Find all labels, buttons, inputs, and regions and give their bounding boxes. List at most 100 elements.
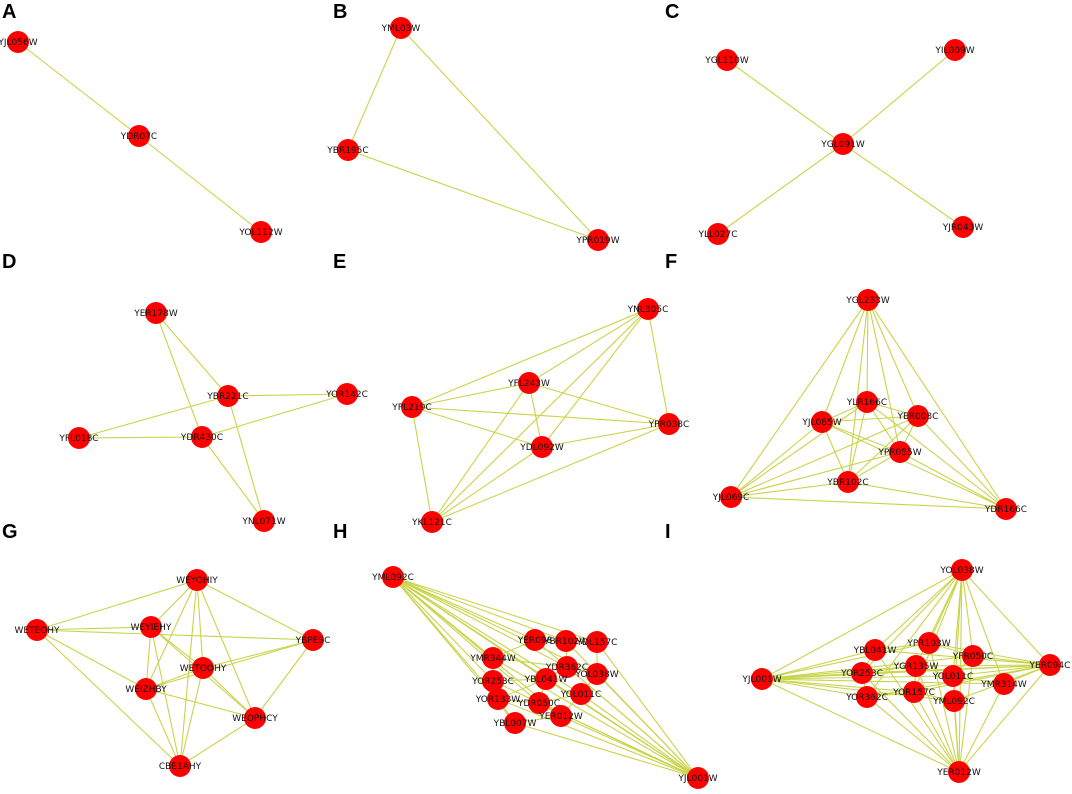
panel-label: D (2, 251, 16, 273)
edge-line (528, 308, 649, 384)
node-circle (128, 125, 150, 147)
node-label: YFL243W (507, 379, 550, 389)
edge-line (254, 639, 314, 719)
network-node: YFL243W (507, 372, 550, 394)
node-label: YDL092W (519, 443, 564, 453)
node-label: YOR133W (475, 695, 521, 705)
network-node: YER098 (517, 629, 553, 651)
edge-line (874, 649, 960, 773)
node-circle (401, 396, 423, 418)
network-node: YGL233W (845, 289, 890, 311)
node-label: YOR362C (845, 693, 888, 703)
node-label: YBR195C (326, 146, 368, 156)
network-node: YDL092W (519, 436, 564, 458)
network-node: YGL110W (704, 49, 749, 71)
node-circle (943, 690, 965, 712)
edge-line (953, 700, 960, 773)
edge-line (928, 642, 1051, 666)
edge-line (145, 688, 256, 719)
node-circle (864, 639, 886, 661)
node-label: YGL110W (704, 56, 749, 66)
node-circle (68, 427, 90, 449)
node-label: YPR038C (648, 420, 690, 430)
edge-line (150, 626, 181, 767)
edge-line (847, 299, 869, 483)
edge-group (347, 27, 599, 241)
node-circle (832, 133, 854, 155)
network-node: YPR103W (906, 632, 951, 654)
node-circle (857, 289, 879, 311)
edge-line (842, 49, 956, 145)
edge-line (821, 415, 919, 423)
edge-line (227, 395, 265, 522)
node-circle (217, 385, 239, 407)
node-label: YML03W (381, 24, 421, 34)
node-label: YNL071W (241, 517, 285, 527)
edge-line (730, 415, 919, 498)
node-label: YJR043W (942, 223, 984, 233)
node-circle (482, 647, 504, 669)
edge-line (400, 27, 599, 241)
node-label: WEIZHBY (125, 685, 167, 695)
edge-line (145, 639, 314, 690)
network-node: YDR07C (120, 125, 157, 147)
node-circle (531, 436, 553, 458)
edge-line (717, 143, 844, 235)
node-circle (716, 49, 738, 71)
edge-line (730, 421, 823, 498)
edge-line (201, 436, 265, 522)
network-node: YOL038W (574, 663, 619, 685)
edge-line (566, 666, 699, 779)
node-circle (851, 662, 873, 684)
node-circle (250, 221, 272, 243)
node-label: YML092C (932, 697, 975, 707)
node-circle (555, 630, 577, 652)
network-node: YPL219C (391, 396, 432, 418)
edge-line (842, 143, 964, 228)
node-circle (382, 566, 404, 588)
node-circle (993, 673, 1015, 695)
node-label: YPR055W (877, 448, 921, 458)
edge-line (497, 698, 699, 779)
network-node: YPR038C (648, 413, 690, 435)
node-label: YER178W (133, 309, 178, 319)
edge-line (196, 579, 256, 719)
edge-line (411, 406, 543, 448)
edge-line (411, 406, 670, 425)
edge-line (915, 665, 960, 773)
node-circle (140, 616, 162, 638)
edge-line (821, 421, 1007, 510)
node-circle (504, 712, 526, 734)
edge-line (761, 665, 917, 680)
edge-group (717, 49, 964, 235)
node-circle (302, 629, 324, 651)
network-node: YPR055W (877, 441, 922, 463)
network-node: YBR195C (326, 139, 369, 161)
edge-line (866, 696, 960, 773)
node-circle (856, 686, 878, 708)
node-circle (556, 656, 578, 678)
edge-line (730, 481, 849, 498)
network-node: YMR344W (469, 647, 516, 669)
node-circle (570, 683, 592, 705)
network-node: YOR133W (475, 688, 521, 710)
network-node: WEOPHCY (232, 707, 278, 729)
edge-group (730, 299, 1007, 510)
network-node: YDR430C (180, 426, 223, 448)
edge-line (847, 481, 1007, 510)
panel-i: IYOL038WYBL041WYPR103WYFR050CYOR253CYGR1… (665, 521, 1070, 783)
node-label: YDR07C (120, 132, 157, 142)
network-node: YDL157C (576, 631, 617, 653)
edge-line (928, 642, 960, 773)
node-circle (856, 391, 878, 413)
network-node: YJL085W (801, 411, 842, 433)
edge-line (874, 569, 963, 651)
node-circle (145, 302, 167, 324)
node-circle (524, 629, 546, 651)
network-node: YML03W (381, 17, 421, 39)
node-circle (951, 559, 973, 581)
edge-line (514, 722, 699, 779)
